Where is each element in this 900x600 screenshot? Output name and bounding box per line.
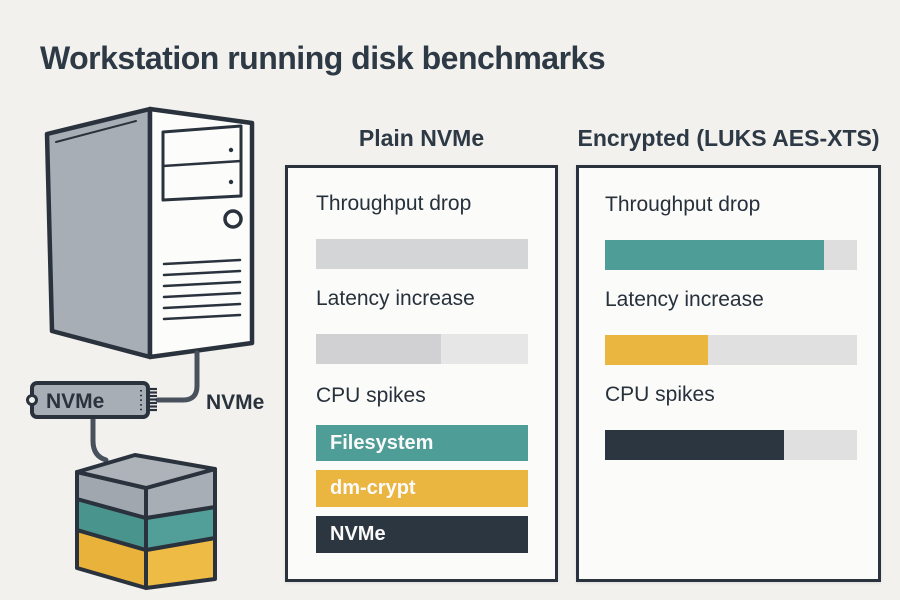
encrypted-throughput-metric: Throughput drop (605, 191, 857, 270)
nvme-notch-icon (26, 394, 38, 406)
plain-throughput-metric: Throughput drop (316, 190, 528, 269)
encrypted-cpu-bar-fill (605, 430, 784, 460)
encrypted-cpu-metric: CPU spikes (605, 381, 857, 460)
legend-bar-nvme: NVMe (316, 516, 528, 553)
storage-stack-illustration (75, 453, 217, 590)
plain-nvme-panel: Throughput drop Latency increase CPU spi… (285, 165, 558, 582)
plain-throughput-bar-fill (316, 239, 528, 269)
stack-top-face (75, 453, 217, 490)
legend-label: dm-crypt (330, 477, 416, 499)
nvme-drive-illustration: NVMe (26, 381, 157, 419)
legend-bar-filesystem: Filesystem (316, 425, 528, 461)
cable-tower-to-nvme (155, 350, 200, 403)
encrypted-latency-bar-fill (605, 335, 709, 365)
encrypted-panel-title: Encrypted (LUKS AES-XTS) (577, 125, 880, 151)
drive-bays-icon (161, 124, 243, 202)
workstation-tower-illustration (44, 106, 255, 360)
page-title: Workstation running disk benchmarks (40, 40, 606, 76)
layer-legend: Filesystem dm-crypt NVMe (316, 425, 528, 553)
encrypted-latency-metric: Latency increase (605, 286, 857, 365)
workstation-illustration: NVMe NVMe (26, 106, 264, 590)
nvme-cable-annotation: NVMe (206, 391, 264, 414)
legend-label: NVMe (330, 523, 386, 545)
plain-latency-bar-fill (316, 334, 442, 364)
plain-latency-bar-track (316, 334, 528, 364)
plain-panel-title: Plain NVMe (358, 125, 485, 151)
connector-pins-icon (148, 387, 157, 412)
legend-bar-dm-crypt: dm-crypt (316, 470, 528, 507)
plain-throughput-bar-track (316, 239, 528, 269)
metric-label: Throughput drop (316, 192, 472, 215)
legend-label: Filesystem (330, 431, 434, 454)
encrypted-latency-bar-track (605, 335, 857, 365)
vent-lines-icon (162, 258, 242, 321)
cable-nvme-to-stack (90, 414, 109, 463)
power-button-icon (223, 209, 243, 229)
metric-label: Latency increase (316, 287, 475, 310)
encrypted-cpu-bar-track (605, 430, 857, 460)
encrypted-throughput-bar-fill (605, 240, 825, 270)
metric-label: CPU spikes (605, 383, 715, 406)
plain-latency-metric: Latency increase (316, 285, 528, 364)
metric-label: Throughput drop (605, 193, 761, 216)
encrypted-throughput-bar-track (605, 240, 857, 270)
plain-cpu-spikes-label: CPU spikes (316, 384, 426, 407)
nvme-stick-label: NVMe (46, 390, 104, 413)
encrypted-panel: Throughput drop Latency increase CPU spi… (576, 165, 881, 582)
metric-label: Latency increase (605, 288, 764, 311)
